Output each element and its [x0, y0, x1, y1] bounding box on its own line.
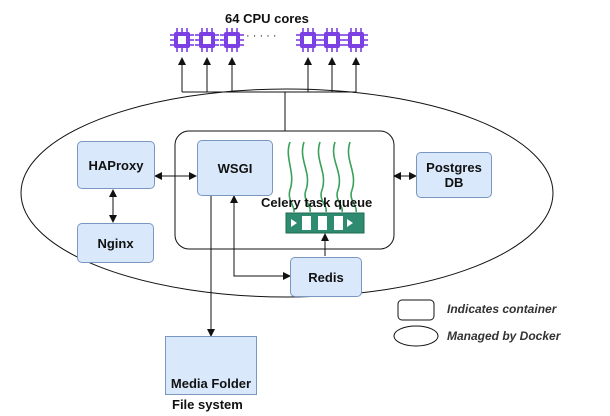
nginx-node: Nginx [77, 223, 154, 263]
cpu-chips [170, 28, 368, 52]
legend-docker-icon [393, 325, 439, 347]
postgres-node: Postgres DB [416, 152, 492, 198]
docker-ellipse [20, 88, 554, 298]
cpu-chip-icon [296, 28, 320, 52]
cpu-chip-icon [344, 28, 368, 52]
celery-workers [287, 141, 358, 213]
redis-node: Redis [290, 257, 362, 297]
cpu-chip-icon [195, 28, 219, 52]
legend-container-text: Indicates container [447, 302, 557, 316]
legend-container-icon [397, 299, 435, 321]
legend-docker-text: Managed by Docker [447, 329, 561, 343]
cpu-chip-icon [320, 28, 344, 52]
celery-label: Celery task queue [261, 195, 373, 210]
cpu-chip-icon [220, 28, 244, 52]
cpu-ellipsis: · · · · · [246, 30, 277, 42]
connectors [109, 172, 417, 337]
cpu-cores-label: 64 CPU cores [225, 11, 309, 26]
wsgi-node: WSGI [197, 140, 273, 196]
cpu-bus [178, 57, 360, 131]
haproxy-node: HAProxy [77, 141, 155, 189]
media-folder-node: Media Folder [165, 336, 257, 395]
file-system-label: File system [172, 397, 243, 412]
celery-queue [285, 212, 365, 234]
cpu-chip-icon [170, 28, 194, 52]
